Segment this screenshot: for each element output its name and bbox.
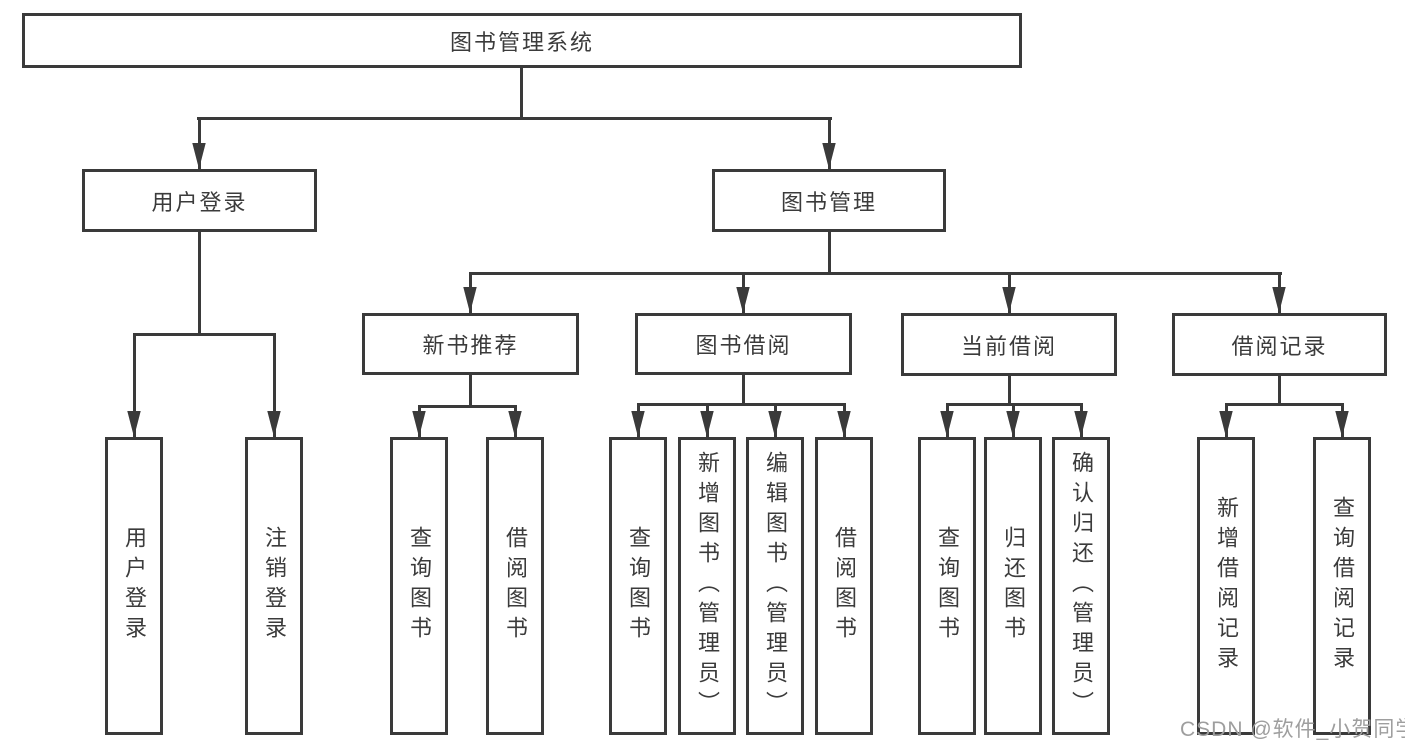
- connector-book-borrow-rail: [637, 403, 846, 406]
- arrowhead-icon: [736, 287, 750, 313]
- arrowhead-icon: [127, 411, 141, 437]
- arrowhead-icon: [192, 143, 206, 169]
- node-book-management: 图书管理: [712, 169, 946, 232]
- connector-borrow-records-rail: [1225, 403, 1344, 406]
- connector-current-borrow-drop: [1008, 376, 1011, 406]
- leaf-query-books-recommend: 查询图书: [390, 437, 448, 735]
- connector-root-drop: [520, 68, 523, 120]
- node-book-management-system: 图书管理系统: [22, 13, 1022, 68]
- arrowhead-icon: [463, 287, 477, 313]
- arrowhead-icon: [940, 411, 954, 437]
- connector-to-leaf-logout: [273, 333, 276, 437]
- connector-to-leaf-user-login: [133, 333, 136, 437]
- leaf-edit-books-admin: 编辑图书（管理员）: [746, 437, 804, 735]
- arrowhead-icon: [700, 411, 714, 437]
- leaf-borrow-books-recommend: 借阅图书: [486, 437, 544, 735]
- leaf-add-borrow-record: 新增借阅记录: [1197, 437, 1255, 735]
- arrowhead-icon: [1219, 411, 1233, 437]
- arrowhead-icon: [508, 411, 522, 437]
- arrowhead-icon: [1074, 411, 1088, 437]
- arrowhead-icon: [1006, 411, 1020, 437]
- arrowhead-icon: [267, 411, 281, 437]
- arrowhead-icon: [412, 411, 426, 437]
- arrowhead-icon: [1002, 287, 1016, 313]
- connector-borrow-records-drop: [1278, 376, 1281, 406]
- node-borrow-records: 借阅记录: [1172, 313, 1387, 376]
- connector-book-borrow-drop: [742, 375, 745, 406]
- leaf-return-books: 归还图书: [984, 437, 1042, 735]
- node-new-book-recommend: 新书推荐: [362, 313, 579, 375]
- leaf-query-books-current: 查询图书: [918, 437, 976, 735]
- leaf-user-login: 用户登录: [105, 437, 163, 735]
- node-book-borrow: 图书借阅: [635, 313, 852, 375]
- arrowhead-icon: [768, 411, 782, 437]
- arrowhead-icon: [837, 411, 851, 437]
- connector-level3-rail: [469, 272, 1282, 275]
- connector-user-login-rail: [133, 333, 276, 336]
- connector-level2-rail: [197, 117, 832, 120]
- node-user-login: 用户登录: [82, 169, 317, 232]
- leaf-add-books-admin: 新增图书（管理员）: [678, 437, 736, 735]
- leaf-borrow-books: 借阅图书: [815, 437, 873, 735]
- arrowhead-icon: [1272, 287, 1286, 313]
- leaf-query-books-borrow: 查询图书: [609, 437, 667, 735]
- arrowhead-icon: [631, 411, 645, 437]
- leaf-query-borrow-record: 查询借阅记录: [1313, 437, 1371, 735]
- connector-new-book-rail: [418, 405, 517, 408]
- connector-user-login-drop: [198, 232, 201, 335]
- arrowhead-icon: [822, 143, 836, 169]
- arrowhead-icon: [1335, 411, 1349, 437]
- csdn-watermark: CSDN @软件_小贺同学: [1180, 718, 1405, 741]
- node-current-borrow: 当前借阅: [901, 313, 1117, 376]
- connector-new-book-drop: [469, 375, 472, 407]
- leaf-confirm-return-admin: 确认归还（管理员）: [1052, 437, 1110, 735]
- leaf-logout: 注销登录: [245, 437, 303, 735]
- connector-book-management-drop: [828, 232, 831, 275]
